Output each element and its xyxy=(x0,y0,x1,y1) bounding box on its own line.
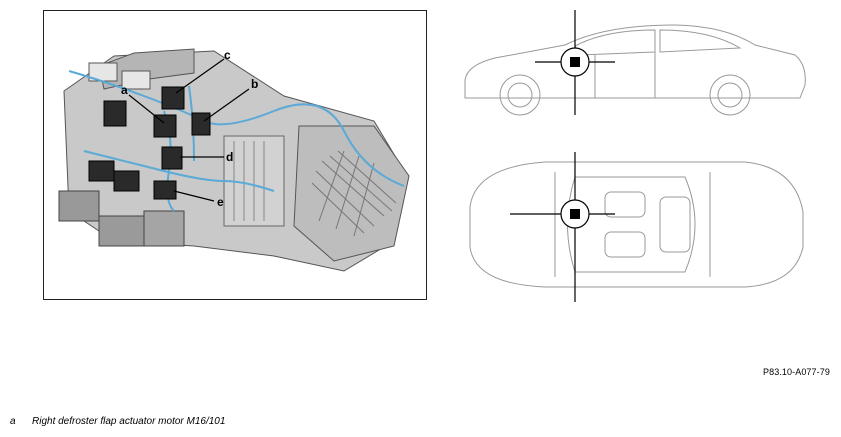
legend: a Right defroster flap actuator motor M16… xyxy=(10,416,225,427)
hvac-module-illustration: a b c d e xyxy=(43,10,427,300)
leader-a xyxy=(128,94,165,124)
figure-reference-code: P83.10-A077-79 xyxy=(763,367,830,377)
leader-c xyxy=(175,58,225,94)
top-location-marker xyxy=(510,152,615,302)
legend-text: Right defroster flap actuator motor M16/… xyxy=(32,416,226,427)
actuator-e xyxy=(153,180,177,200)
actuator-c xyxy=(161,86,185,110)
leader-b xyxy=(203,88,250,122)
leader-e xyxy=(173,190,215,202)
callout-e: e xyxy=(217,195,224,209)
vehicle-top-view xyxy=(455,152,815,302)
callout-b: b xyxy=(251,77,259,91)
callout-c: c xyxy=(224,48,231,62)
vehicle-side-view xyxy=(455,10,815,120)
actuator-a xyxy=(153,114,177,138)
callout-d: d xyxy=(226,150,234,164)
actuator-b xyxy=(191,112,211,136)
legend-key: a xyxy=(10,416,16,427)
vehicle-top-drawing xyxy=(469,152,804,302)
callout-a: a xyxy=(121,83,128,97)
vehicle-side-drawing xyxy=(464,10,806,116)
actuator-d xyxy=(161,146,183,170)
hvac-module-drawing xyxy=(58,48,410,272)
